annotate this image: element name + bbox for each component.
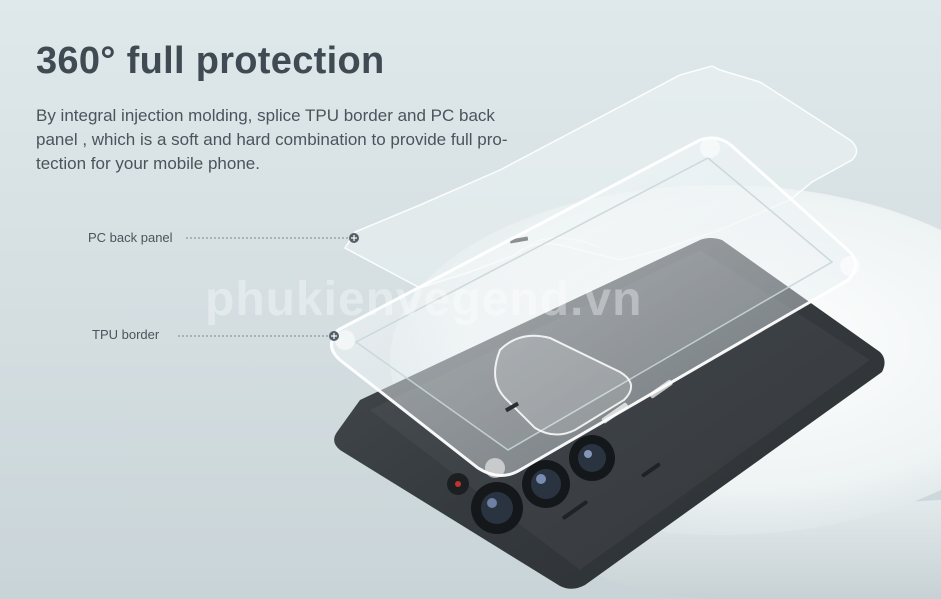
tpu-border [330, 136, 860, 478]
callout-label-tpu-border: TPU border [92, 327, 160, 342]
page-title: 360° full protection [36, 40, 385, 82]
callout-lines [178, 233, 359, 341]
description-text: By integral injection molding, splice TP… [36, 106, 508, 173]
watermark: phukienvegend.vn [205, 273, 643, 326]
callout-label-pc-back-panel: PC back panel [88, 230, 173, 245]
camera-module [447, 435, 615, 534]
